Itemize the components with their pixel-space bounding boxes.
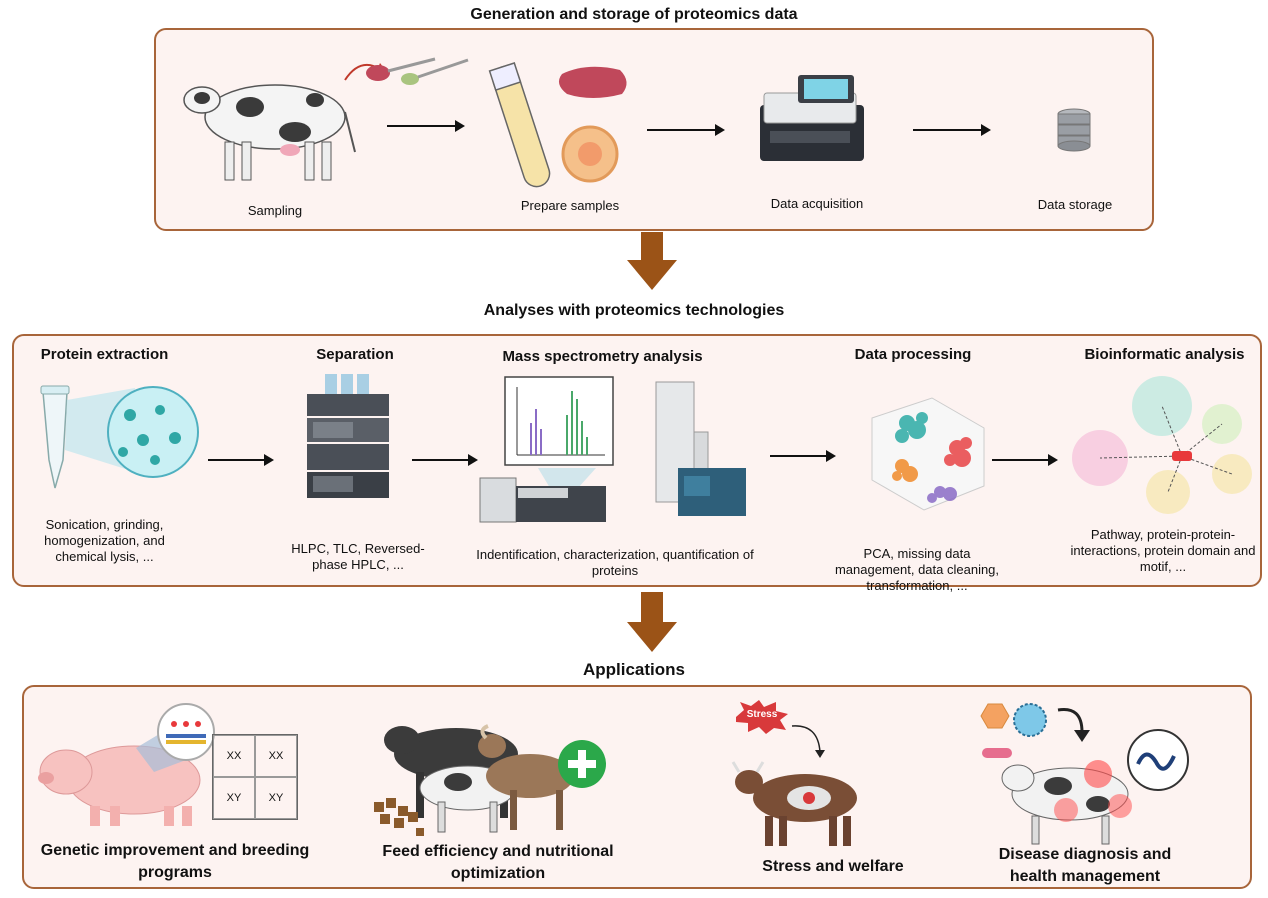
mass-spectrometry-desc: Indentification, characterization, quant… (476, 547, 754, 578)
protein-extraction-icon (40, 385, 199, 489)
data-acquisition-label: Data acquisition (770, 196, 864, 211)
flow-arrow-down-2 (627, 592, 677, 652)
stress-arrow-icon (791, 725, 825, 758)
bioinformatic-desc: Pathway, protein-protein-interactions, p… (1070, 527, 1256, 574)
data-storage-label: Data storage (1037, 197, 1113, 212)
data-processing-desc: PCA, missing data management, data clean… (834, 546, 1000, 593)
protein-extraction-heading: Protein extraction (40, 346, 169, 363)
punnett-cell: XY (213, 777, 255, 819)
punnett-cell: XY (255, 777, 297, 819)
disease-diagnosis-label: Disease diagnosis and health management (998, 846, 1172, 885)
mass-spectrometer-icon (760, 75, 864, 161)
arrow-3 (913, 124, 991, 136)
protein-extraction-desc: Sonication, grinding, homogenization, an… (44, 517, 165, 564)
sampling-label: Sampling (247, 203, 303, 218)
ms-instruments-icon (479, 381, 746, 523)
prepare-samples-label: Prepare samples (520, 198, 620, 213)
arrow-2 (647, 124, 725, 136)
section3-title: Applications (582, 660, 685, 679)
punnett-square: XX XX XY XY (212, 734, 298, 820)
separation-heading: Separation (316, 346, 394, 363)
sample-tube-icon (488, 62, 627, 188)
arrow-7 (992, 454, 1058, 466)
arrow-1 (387, 120, 465, 132)
data-processing-heading: Data processing (854, 346, 972, 363)
punnett-cell: XX (213, 735, 255, 777)
bull-icon (731, 761, 857, 846)
disease-cow-icon (980, 703, 1189, 845)
database-icon (1057, 108, 1091, 152)
arrow-6 (770, 450, 836, 462)
punnett-cell: XX (255, 735, 297, 777)
arrow-5 (412, 454, 478, 466)
biopsy-tools-icon (366, 57, 469, 85)
spectrum-plot-icon (504, 376, 614, 466)
section2-title: Analyses with proteomics technologies (483, 302, 785, 319)
section1-title: Generation and storage of proteomics dat… (470, 6, 798, 23)
stress-burst-icon (736, 700, 788, 734)
interaction-network-icon (1072, 376, 1252, 514)
mass-spectrometry-heading: Mass spectrometry analysis (502, 348, 703, 365)
flow-arrow-down-1 (627, 232, 677, 290)
genetic-improvement-label: Genetic improvement and breeding program… (40, 842, 310, 881)
stress-welfare-label: Stress and welfare (762, 858, 904, 875)
feed-efficiency-label: Feed efficiency and nutritional optimiza… (382, 843, 614, 882)
separation-desc: HLPC, TLC, Reversed-phase HPLC, ... (291, 541, 425, 572)
bioinformatic-analysis-heading: Bioinformatic analysis (1084, 346, 1245, 363)
pig-icon (38, 703, 215, 826)
pca-scatter-icon (871, 397, 985, 511)
stress-label: Stress (746, 709, 778, 720)
hplc-instrument-icon (307, 374, 389, 498)
arrow-4 (208, 454, 274, 466)
livestock-group-icon (374, 724, 606, 836)
cow-sampling-icon (183, 84, 356, 181)
